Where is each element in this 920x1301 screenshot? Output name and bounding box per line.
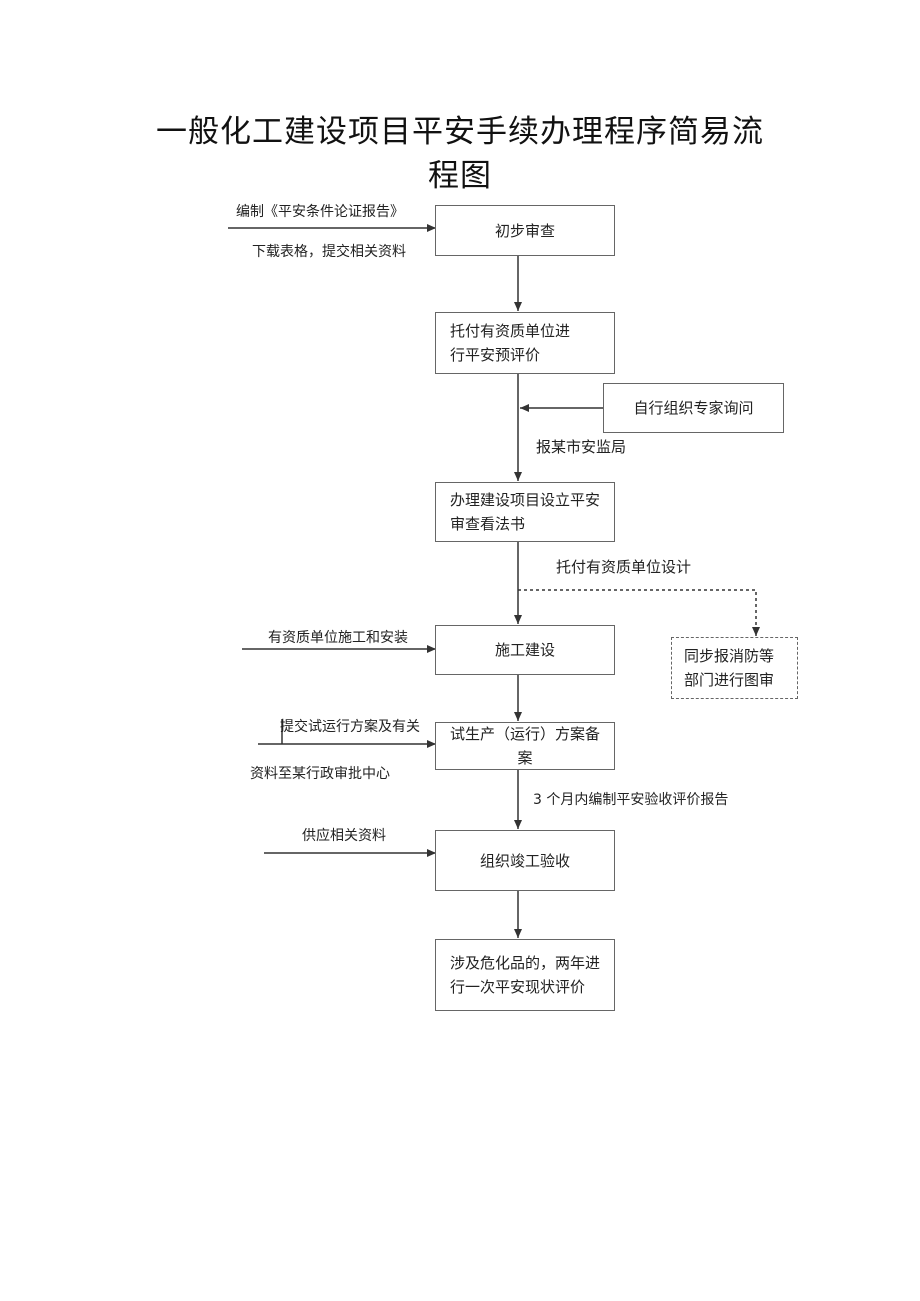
box-initial-review-text: 初步审查 [494,221,555,240]
box-construction: 施工建设 [435,625,615,675]
dashed-branch-to-side2 [518,589,760,636]
label-provide-materials: 供应相关资料 [302,828,386,844]
box-fire-review: 同步报消防等 部门进行图审 [671,637,798,699]
label-entrust-design: 托付有资质单位设计 [556,558,692,576]
label-download-forms: 下载表格，提交相关资料 [252,244,406,260]
box-status-evaluation-line2: 行一次平安现状评价 [450,978,586,996]
box-safety-opinion-line2: 审查看法书 [450,515,526,533]
box-trial-filing-text: 试生产（运行）方案备案 [450,725,601,767]
box-safety-opinion-line1: 办理建设项目设立平安 [450,491,601,509]
box-status-evaluation-line1: 涉及危化品的，两年进 [450,954,601,972]
box-safety-opinion: 办理建设项目设立平安 审查看法书 [435,482,615,542]
box-pre-evaluation-line1: 托付有资质单位进 [450,322,571,340]
label-compile-report: 编制《平安条件论证报告》 [236,204,404,220]
box-initial-review: 初步审查 [435,205,615,256]
box-pre-evaluation-line2: 行平安预评价 [450,346,541,364]
box-fire-review-line2: 部门进行图审 [684,671,775,689]
box-expert-consult: 自行组织专家询问 [603,383,784,433]
label-submit-center: 资料至某行政审批中心 [250,766,390,782]
label-acceptance-report: 3 个月内编制平安验收评价报告 [533,792,729,808]
box-acceptance: 组织竣工验收 [435,830,615,891]
label-report-bureau: 报某市安监局 [536,438,627,456]
box-pre-evaluation: 托付有资质单位进 行平安预评价 [435,312,615,374]
box-status-evaluation: 涉及危化品的，两年进 行一次平安现状评价 [435,939,615,1011]
label-submit-plan: 提交试运行方案及有关 [280,719,420,735]
box-trial-filing: 试生产（运行）方案备案 [435,722,615,770]
diagram-title-line1: 一般化工建设项目平安手续办理程序简易流 [156,114,764,150]
box-acceptance-text: 组织竣工验收 [479,851,570,870]
box-fire-review-line1: 同步报消防等 [684,647,775,665]
box-construction-text: 施工建设 [494,641,555,659]
diagram-title-line2: 程图 [428,158,492,194]
label-install: 有资质单位施工和安装 [268,630,408,646]
box-expert-consult-text: 自行组织专家询问 [633,399,754,417]
